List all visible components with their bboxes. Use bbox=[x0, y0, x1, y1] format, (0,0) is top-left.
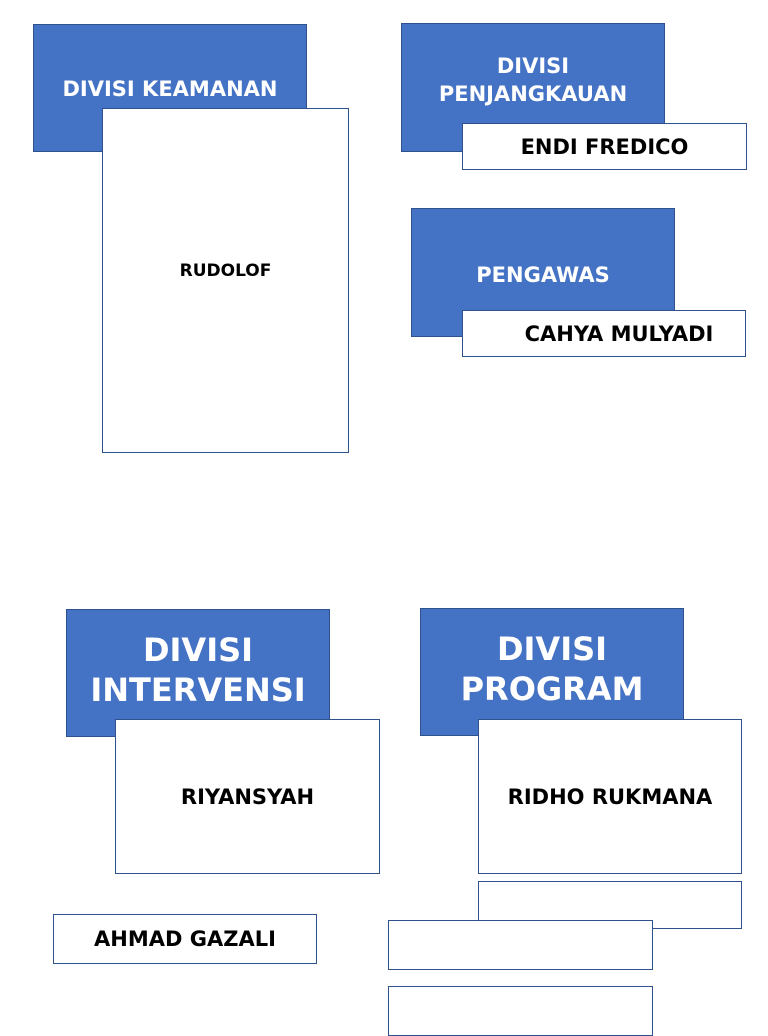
intervensi-member: RIYANSYAH bbox=[180, 784, 315, 809]
penjangkauan-member: ENDI FREDICO bbox=[520, 134, 689, 159]
pengawas-title: PENGAWAS bbox=[476, 263, 610, 287]
program-title-line-1: DIVISI bbox=[496, 630, 608, 668]
keamanan-member-box: RUDOLOF bbox=[102, 108, 349, 453]
pengawas-member: CAHYA MULYADI bbox=[524, 321, 714, 346]
program-title-line-2: PROGRAM bbox=[460, 670, 644, 708]
intervensi-title-line-2: INTERVENSI bbox=[90, 671, 306, 709]
penjangkauan-member-box: ENDI FREDICO bbox=[462, 123, 747, 170]
program-title: DIVISI PROGRAM bbox=[461, 629, 644, 709]
penjangkauan-title-line-2: PENJANGKAUAN bbox=[438, 82, 628, 107]
intervensi-extra-member: AHMAD GAZALI bbox=[94, 927, 276, 951]
keamanan-title: DIVISI KEAMANAN bbox=[62, 77, 278, 101]
penjangkauan-title: DIVISI PENJANGKAUAN bbox=[439, 52, 627, 109]
intervensi-title-line-1: DIVISI bbox=[142, 631, 254, 669]
program-title-box: DIVISI PROGRAM bbox=[420, 608, 684, 736]
program-member-box: RIDHO RUKMANA bbox=[478, 719, 742, 874]
intervensi-title-box: DIVISI INTERVENSI bbox=[66, 609, 330, 737]
intervensi-extra-member-box: AHMAD GAZALI bbox=[53, 914, 317, 964]
keamanan-member: RUDOLOF bbox=[179, 261, 272, 281]
pengawas-member-box: CAHYA MULYADI bbox=[462, 310, 746, 357]
intervensi-member-box: RIYANSYAH bbox=[115, 719, 380, 874]
penjangkauan-title-line-1: DIVISI bbox=[496, 54, 570, 78]
program-member: RIDHO RUKMANA bbox=[507, 784, 713, 809]
empty-box-3 bbox=[388, 986, 653, 1036]
empty-box-2 bbox=[388, 920, 653, 970]
intervensi-title: DIVISI INTERVENSI bbox=[90, 630, 305, 710]
